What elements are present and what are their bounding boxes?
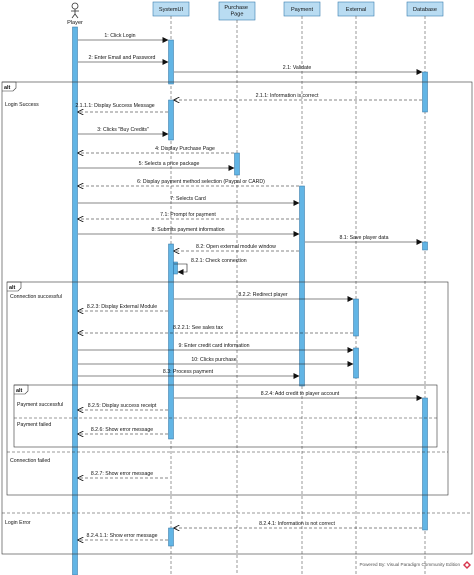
messages (78, 37, 423, 540)
alt-label-connection: alt (9, 285, 15, 291)
lifeline-label-payment: Payment (291, 7, 314, 13)
activation-payment (299, 185, 305, 387)
lifeline-label-purchase: Purchase Page (224, 5, 249, 18)
message-label-5: 2.1.1.1: Display Success Message (75, 103, 154, 109)
activation-purchase (234, 152, 240, 176)
message-label-18: 8.2.2.1: See sales tax (173, 325, 223, 331)
message-arrow-15-self (174, 263, 188, 275)
guard-connection-successful: Connection successful (10, 294, 62, 300)
message-label-22: 8.2.4: Add credit to player account (261, 391, 340, 397)
alt-frame-connection (6, 281, 449, 496)
activation-systemui-3 (168, 243, 174, 440)
message-label-27: 8.2.4.1.1: Show error message (87, 533, 158, 539)
alt-label-login: alt (4, 85, 10, 91)
message-label-3: 2.1: Validate (283, 65, 312, 71)
message-label-13: 8.1: Save player data (339, 235, 388, 241)
actor-player: Player (67, 2, 83, 26)
guard-payment-failed: Payment failed (17, 422, 51, 428)
alt-tab-connection (7, 281, 22, 292)
message-label-10: 7: Selects Card (170, 196, 206, 202)
activation-player (72, 26, 78, 575)
message-label-9: 6: Display payment method selection (Pay… (137, 179, 265, 185)
footer-text: Powered By: Visual Paradigm Community Ed… (359, 562, 460, 567)
activation-systemui-1 (168, 39, 174, 85)
frame-labels: alt Login Success Login Error alt Connec… (4, 85, 63, 526)
message-label-21: 8.3: Process payment (163, 369, 214, 375)
lifeline-headers: SystemUI Purchase Page Payment External … (152, 1, 444, 21)
lifeline-label-database: Database (413, 7, 437, 13)
message-label-8: 5: Selects a price package (139, 161, 200, 167)
activation-systemui-4 (168, 527, 174, 547)
footer: Powered By: Visual Paradigm Community Ed… (359, 561, 471, 569)
activation-external-2 (353, 347, 359, 379)
alt-label-payment: alt (16, 388, 22, 394)
lifeline-label-purchase-line2: Page (230, 12, 243, 18)
message-label-4: 2.1.1: Information is correct (256, 93, 319, 99)
message-label-1: 1: Click Login (104, 33, 135, 39)
message-label-14: 8.2: Open external module window (196, 244, 276, 250)
guard-login-error: Login Error (5, 520, 31, 526)
alt-frame-login (1, 81, 473, 555)
message-label-11: 7.1: Prompt for payment (160, 212, 216, 218)
lifeline-label-external: External (346, 7, 367, 13)
message-label-25: 8.2.7: Show error message (91, 471, 153, 477)
message-label-23: 8.2.5: Display success receipt (88, 403, 157, 409)
guard-connection-failed: Connection failed (10, 458, 50, 464)
guard-payment-successful: Payment successful (17, 402, 63, 408)
lifeline-label-purchase-line1: Purchase (224, 5, 248, 11)
message-label-7: 4: Display Purchase Page (155, 146, 215, 152)
message-label-2: 2: Enter Email and Password (89, 55, 156, 61)
message-label-20: 10: Clicks purchase (191, 357, 236, 363)
activation-database-3 (422, 397, 428, 531)
activation-database-2 (422, 241, 428, 251)
message-label-17: 8.2.3: Display External Module (87, 304, 157, 310)
activation-bars (72, 26, 428, 575)
lifeline-label-systemui: SystemUI (159, 7, 184, 13)
visual-paradigm-logo-icon (463, 561, 471, 569)
frames (1, 81, 473, 555)
activation-systemui-2 (168, 99, 174, 141)
activation-external-1 (353, 298, 359, 337)
message-labels: 1: Click Login 2: Enter Email and Passwo… (75, 33, 388, 539)
message-label-6: 3: Clicks "Buy Credits" (97, 127, 149, 133)
message-label-12: 8: Submits payment information (152, 227, 225, 233)
message-label-26: 8.2.4.1: Information is not correct (259, 521, 335, 527)
stick-figure-icon (71, 2, 79, 19)
message-label-19: 9: Enter credit card information (179, 343, 250, 349)
message-label-15: 8.2.1: Check connection (191, 258, 247, 264)
actor-label: Player (67, 20, 83, 26)
message-label-24: 8.2.6: Show error message (91, 427, 153, 433)
activation-systemui-self (173, 261, 178, 275)
alt-tab-payment (14, 384, 29, 395)
activation-database-1 (422, 71, 428, 113)
alt-frame-payment (13, 384, 438, 448)
message-label-16: 8.2.2: Redirect player (238, 292, 288, 298)
alt-tab-login (2, 81, 17, 92)
guard-login-success: Login Success (5, 102, 39, 108)
